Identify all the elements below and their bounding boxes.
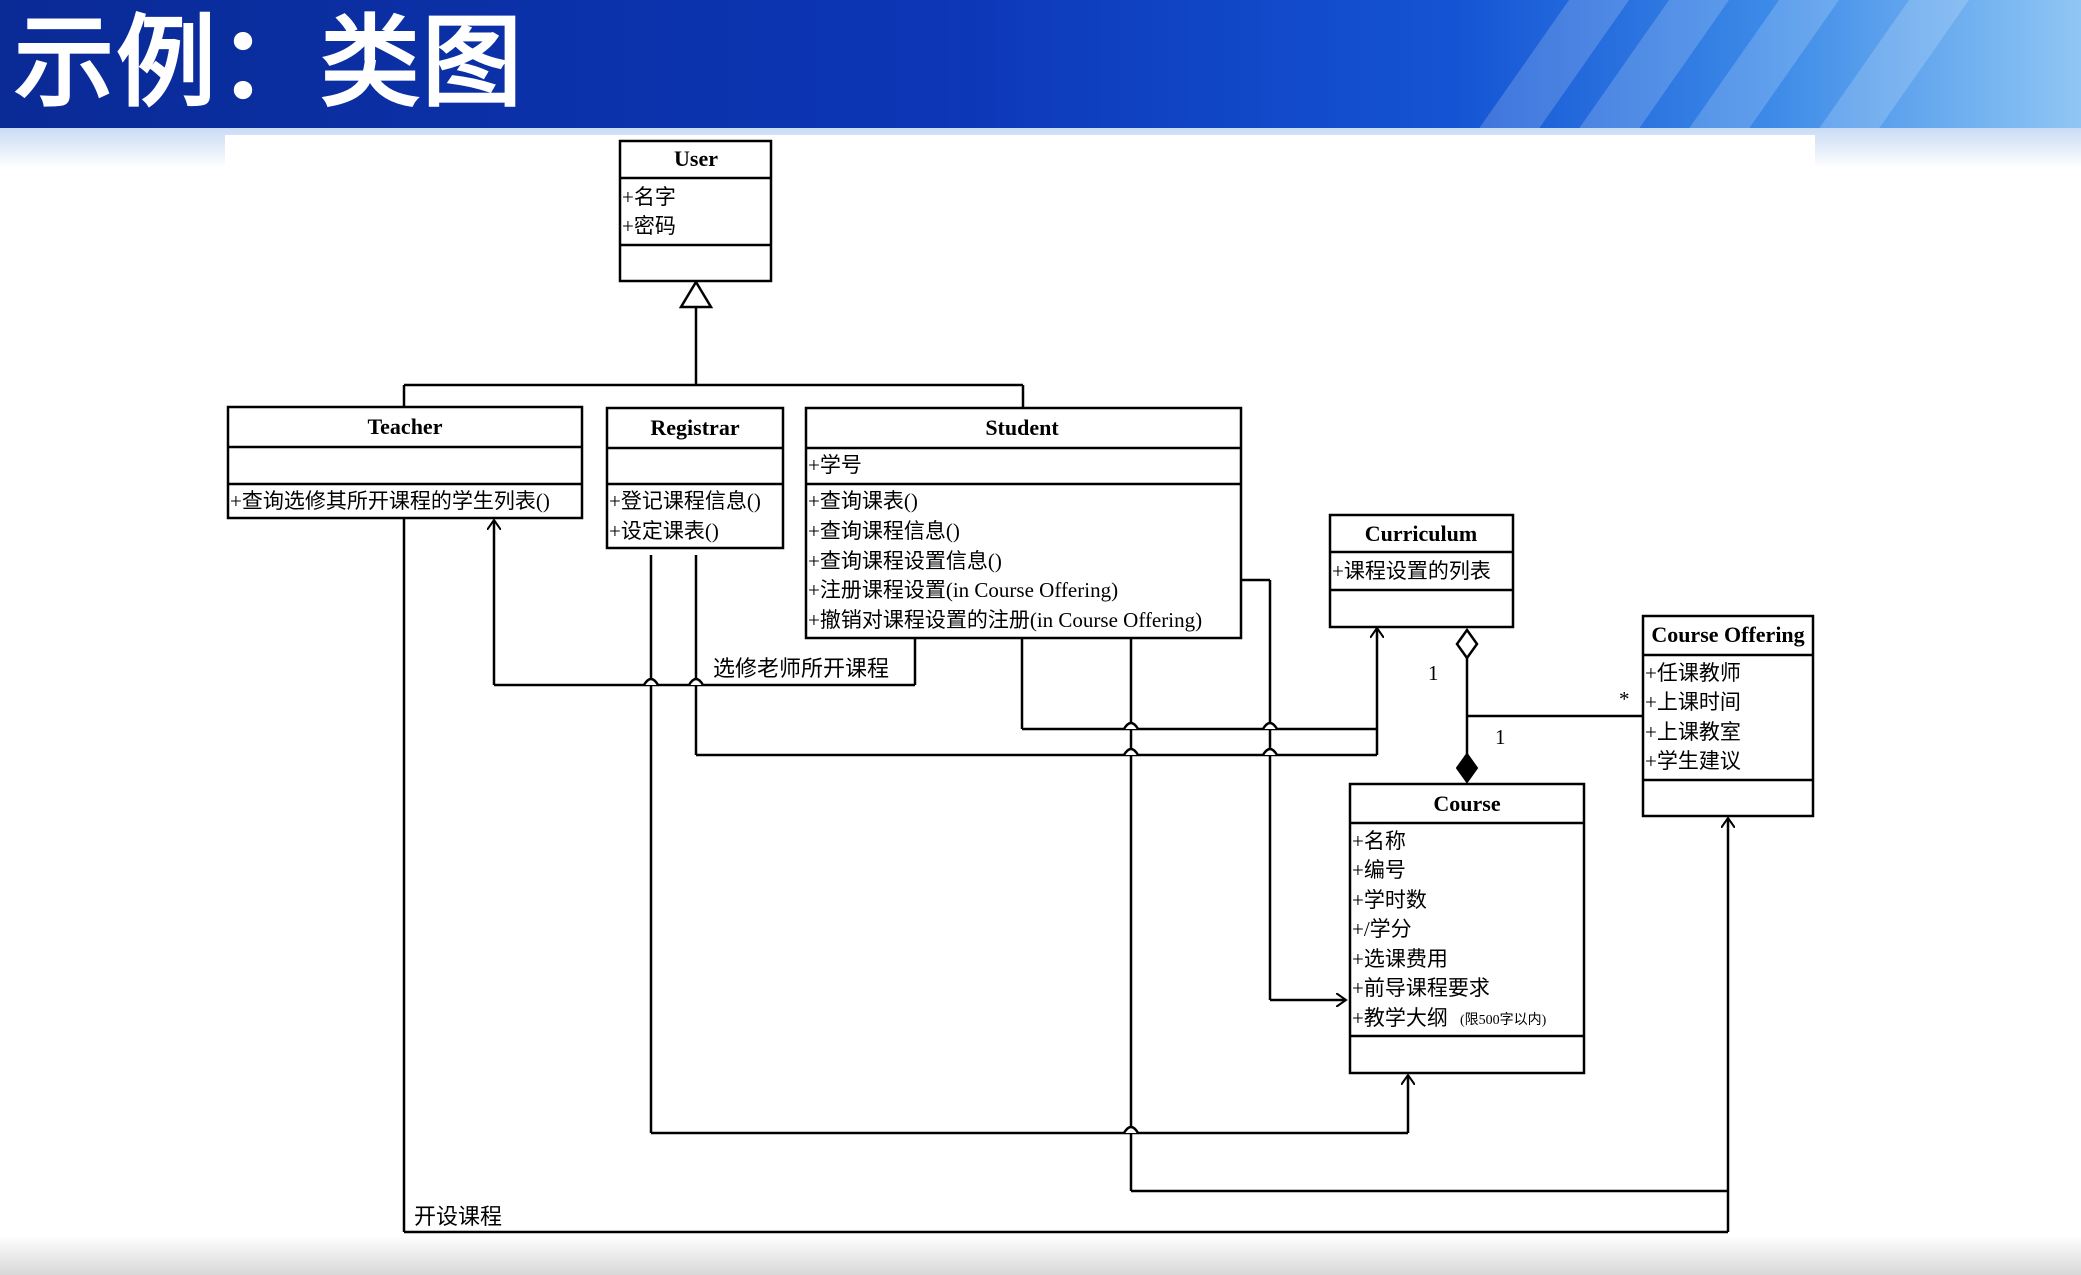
line-hops bbox=[642, 677, 1279, 1134]
association-label-open-courses: 开设课程 bbox=[414, 1204, 502, 1229]
curriculum-class-name: Curriculum bbox=[1365, 521, 1477, 546]
registrar-class-name: Registrar bbox=[650, 415, 739, 440]
student-operation: +查询课程设置信息() bbox=[808, 549, 1002, 573]
course-offering-attribute: +学生建议 bbox=[1645, 749, 1741, 773]
user-class-box bbox=[618, 139, 773, 283]
course-attribute: +编号 bbox=[1352, 858, 1406, 882]
slide-header: 示例：类图 bbox=[0, 0, 2081, 128]
student-class-name: Student bbox=[985, 415, 1059, 440]
course-offering-attribute: +上课时间 bbox=[1645, 690, 1741, 714]
course-offering-class-name: Course Offering bbox=[1651, 622, 1804, 647]
course-offering-attribute: +任课教师 bbox=[1645, 661, 1741, 685]
slide-title: 示例：类图 bbox=[14, 4, 524, 121]
teacher-class-box bbox=[226, 405, 584, 520]
student-operation: +撤销对课程设置的注册(in Course Offering) bbox=[808, 608, 1202, 632]
multiplicity-course: 1 bbox=[1495, 725, 1506, 749]
student-attribute: +学号 bbox=[808, 453, 862, 477]
association-label-select-teacher-courses: 选修老师所开课程 bbox=[713, 656, 889, 681]
student-operation: +查询课表() bbox=[808, 489, 918, 513]
composition-diamond bbox=[1455, 752, 1479, 784]
multiplicity-curriculum: 1 bbox=[1428, 661, 1439, 685]
multiplicity-offering: * bbox=[1619, 687, 1630, 711]
teacher-class-name: Teacher bbox=[368, 414, 443, 439]
teacher-operation: +查询选修其所开课程的学生列表() bbox=[230, 489, 550, 513]
course-attribute: +选课费用 bbox=[1352, 947, 1448, 971]
curriculum-class-box bbox=[1328, 513, 1515, 629]
registrar-operation: +登记课程信息() bbox=[609, 489, 761, 513]
aggregation-diamond bbox=[1455, 627, 1479, 661]
student-class-box bbox=[804, 406, 1243, 640]
course-offering-class-box bbox=[1641, 614, 1815, 818]
registrar-operation: +设定课表() bbox=[609, 519, 719, 543]
class-boxes bbox=[226, 139, 1815, 1075]
registrar-class-box bbox=[605, 406, 785, 550]
course-attribute: +名称 bbox=[1352, 829, 1406, 853]
user-attribute: +密码 bbox=[622, 214, 676, 238]
user-attribute: +名字 bbox=[622, 185, 676, 209]
course-attribute: +学时数 bbox=[1352, 888, 1427, 912]
generalization-triangle bbox=[678, 279, 714, 309]
course-attribute: +/学分 bbox=[1352, 917, 1412, 941]
course-attribute: +前导课程要求 bbox=[1352, 976, 1490, 1000]
student-operation: +查询课程信息() bbox=[808, 519, 960, 543]
course-class-box bbox=[1348, 782, 1586, 1075]
slide-footer bbox=[0, 1236, 2081, 1275]
user-class-name: User bbox=[674, 146, 718, 171]
student-operation: +注册课程设置(in Course Offering) bbox=[808, 578, 1118, 602]
course-class-name: Course bbox=[1433, 791, 1500, 816]
association-lines bbox=[402, 307, 1728, 1234]
course-syllabus-note: (限500字以内) bbox=[1460, 1012, 1547, 1028]
curriculum-attribute: +课程设置的列表 bbox=[1332, 559, 1491, 583]
course-offering-attribute: +上课教室 bbox=[1645, 720, 1741, 744]
course-attribute: +教学大纲 bbox=[1352, 1006, 1448, 1030]
